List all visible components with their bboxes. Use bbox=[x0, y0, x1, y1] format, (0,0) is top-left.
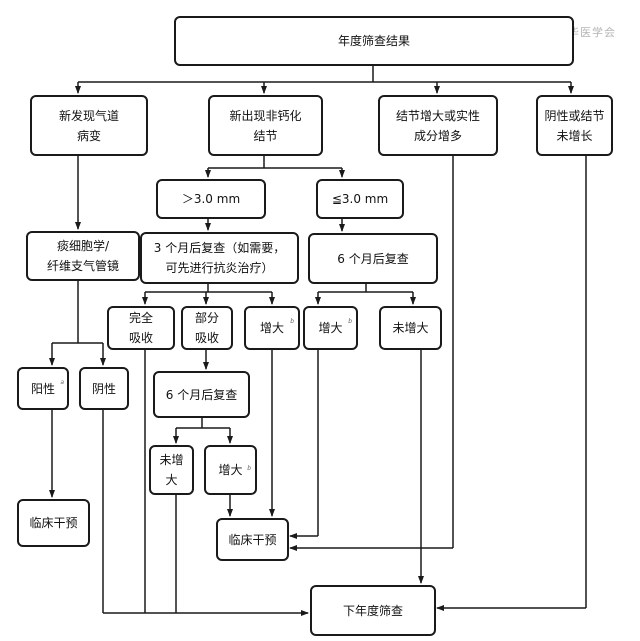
enlarged-label-3: 增大 bbox=[218, 463, 243, 477]
negative-label: 阴性 bbox=[91, 381, 116, 396]
recheck-3-months-label: 3 个月后复查（如需要， 可先进行抗炎治疗） bbox=[153, 241, 286, 275]
footnote-mark: b bbox=[348, 318, 352, 325]
new-airway-lesion-label: 新发现气道 病变 bbox=[58, 108, 119, 143]
clinical-intervention-label-2: 临床干预 bbox=[228, 532, 277, 547]
recheck-6-months-box-2: 6 个月后复查 bbox=[153, 371, 250, 418]
clinical-intervention-box-1: 临床干预 bbox=[17, 499, 90, 547]
negative-or-stable-box: 阴性或结节 未增长 bbox=[536, 95, 613, 156]
recheck-3-months-box: 3 个月后复查（如需要， 可先进行抗炎治疗） bbox=[140, 232, 299, 284]
enlarged-box-1: 增大 b bbox=[244, 306, 300, 350]
sputum-bronchoscopy-label: 痰细胞学/ 纤维支气管镜 bbox=[46, 239, 119, 273]
nodule-growth-box: 结节增大或实性 成分增多 bbox=[378, 95, 498, 156]
recheck-6-months-label-2: 6 个月后复查 bbox=[165, 387, 238, 402]
size-le-3mm-label: ≦3.0 mm bbox=[331, 192, 389, 206]
enlarged-label-1: 增大 bbox=[259, 321, 284, 335]
size-gt-3mm-box: ＞3.0 mm bbox=[156, 179, 266, 219]
not-enlarged-box-2: 未增 大 bbox=[149, 445, 194, 495]
new-noncalcified-nodule-box: 新出现非钙化 结节 bbox=[208, 95, 323, 156]
enlarged-label-2: 增大 bbox=[318, 321, 343, 335]
recheck-6-months-label: 6 个月后复查 bbox=[337, 251, 409, 266]
annual-screening-result-box: 年度筛查结果 bbox=[174, 16, 574, 66]
clinical-intervention-box-2: 临床干预 bbox=[216, 518, 289, 561]
complete-absorption-box: 完全 吸收 bbox=[107, 306, 175, 350]
not-enlarged-label-1: 未增大 bbox=[392, 321, 429, 335]
next-year-screening-label: 下年度筛查 bbox=[342, 603, 403, 618]
not-enlarged-label-2: 未增 大 bbox=[159, 453, 184, 487]
footnote-mark: b bbox=[247, 465, 251, 472]
nodule-growth-label: 结节增大或实性 成分增多 bbox=[395, 108, 480, 143]
footnote-mark: b bbox=[290, 318, 294, 325]
negative-or-stable-label: 阴性或结节 未增长 bbox=[544, 108, 605, 143]
sputum-bronchoscopy-box: 痰细胞学/ 纤维支气管镜 bbox=[26, 231, 140, 281]
partial-absorption-label: 部分 吸收 bbox=[194, 311, 219, 345]
not-enlarged-box-1: 未增大 bbox=[379, 306, 442, 350]
size-le-3mm-box: ≦3.0 mm bbox=[316, 179, 404, 219]
complete-absorption-label: 完全 吸收 bbox=[128, 311, 153, 345]
annual-screening-result-label: 年度筛查结果 bbox=[337, 34, 410, 48]
next-year-screening-box: 下年度筛查 bbox=[310, 585, 436, 636]
negative-box: 阴性 bbox=[79, 367, 129, 410]
new-noncalcified-nodule-label: 新出现非钙化 结节 bbox=[229, 108, 302, 143]
enlarged-box-3: 增大 b bbox=[204, 445, 257, 495]
clinical-intervention-label-1: 临床干预 bbox=[29, 516, 78, 530]
enlarged-box-2: 增大 b bbox=[303, 306, 358, 350]
size-gt-3mm-label: ＞3.0 mm bbox=[181, 192, 241, 206]
partial-absorption-box: 部分 吸收 bbox=[181, 306, 233, 350]
recheck-6-months-box: 6 个月后复查 bbox=[308, 233, 438, 284]
positive-box: 阳性 a bbox=[17, 367, 69, 410]
positive-label: 阳性 bbox=[30, 381, 55, 396]
new-airway-lesion-box: 新发现气道 病变 bbox=[30, 95, 148, 156]
footnote-mark: a bbox=[60, 379, 64, 386]
